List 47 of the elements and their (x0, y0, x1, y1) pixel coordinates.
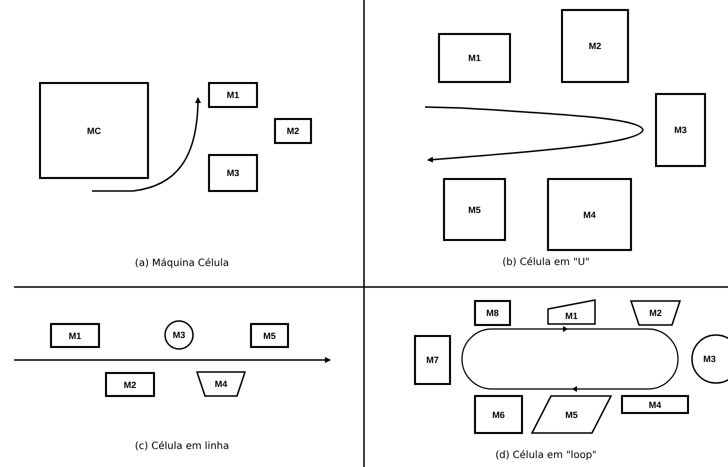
machine-label: M6 (492, 410, 505, 420)
machine-label: M3 (226, 168, 240, 178)
machine-label: M5 (263, 330, 276, 340)
machine-label: M5 (565, 410, 578, 420)
machine-box (547, 178, 632, 251)
machine-label: M2 (649, 308, 662, 318)
machine-box (438, 33, 511, 83)
machine-label: M4 (214, 379, 228, 389)
machine-box (208, 82, 258, 108)
machine-box (443, 178, 506, 241)
machine-label: M4 (648, 400, 662, 410)
machine-label: M2 (124, 380, 136, 390)
machine-label: M1 (468, 53, 481, 63)
machine-box (474, 395, 523, 434)
machine-box (561, 9, 629, 83)
panel-caption: (c) Célula em linha (134, 441, 230, 452)
machine-label: M3 (674, 125, 687, 135)
machine-box (39, 82, 149, 179)
machine-trapezoid (630, 300, 681, 326)
machine-label: M3 (172, 330, 186, 340)
machine-label: M8 (486, 308, 499, 318)
panel-caption: (d) Célula em "loop" (494, 450, 598, 461)
machine-label: M1 (68, 330, 82, 340)
machine-circle (164, 320, 194, 350)
machine-label: M1 (565, 310, 578, 321)
machine-trapezoid (196, 371, 246, 397)
machine-label: M2 (286, 126, 300, 136)
machine-box (621, 395, 689, 414)
machine-label: M4 (583, 210, 596, 220)
machine-box (474, 300, 511, 326)
machine-label: MC (87, 126, 101, 136)
machine-label: M1 (226, 90, 240, 100)
machine-label: M7 (426, 355, 439, 365)
machine-parallelogram (531, 395, 612, 434)
machine-label: M2 (588, 41, 602, 51)
panel-caption: (a) Máquina Célula (134, 258, 230, 269)
machine-quadrilateral (547, 299, 596, 325)
machine-box (414, 335, 451, 385)
machine-box (50, 323, 100, 348)
machine-label: M3 (703, 354, 716, 364)
machine-box (274, 118, 312, 144)
machine-box (105, 372, 155, 397)
panel-caption: (b) Célula em "U" (501, 257, 591, 268)
machine-box (655, 93, 706, 167)
machine-label: M5 (468, 204, 481, 214)
machine-box (208, 154, 258, 192)
machine-box (250, 323, 289, 348)
